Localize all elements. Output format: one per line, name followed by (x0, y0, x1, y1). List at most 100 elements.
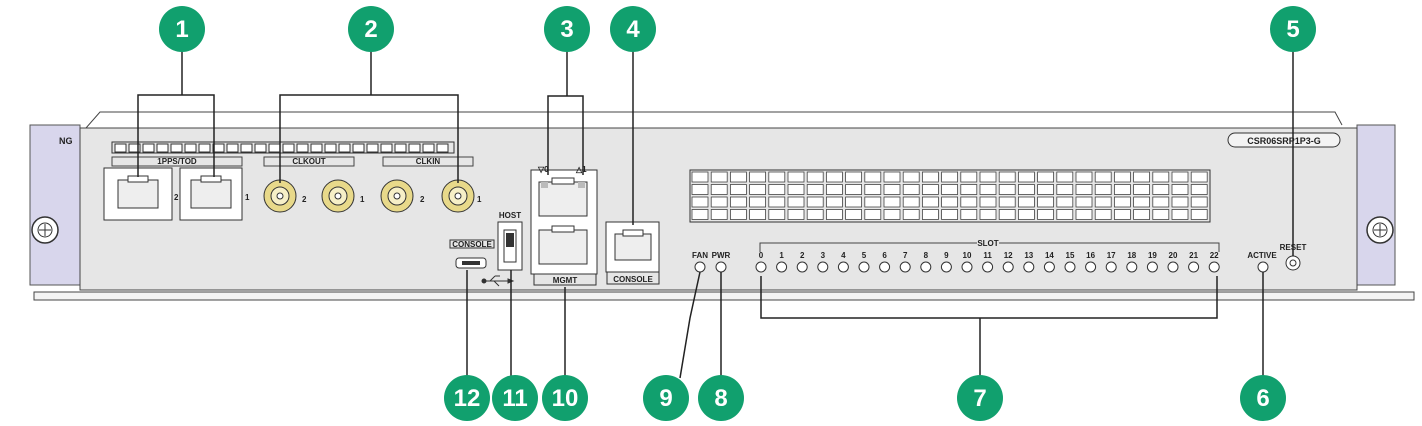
vent-hole (1094, 209, 1112, 220)
slot-led-10 (961, 261, 973, 273)
slot-number-1: 1 (779, 251, 784, 260)
callout-leader-lines (137, 50, 1294, 380)
vent-hole (845, 171, 862, 183)
vent-hole (883, 184, 901, 195)
callout-1-number: 1 (175, 16, 188, 43)
top-strip-cell (352, 143, 365, 153)
slot-number-17: 17 (1107, 251, 1116, 260)
vent-hole (730, 171, 747, 183)
console-rj45-label: CONSOLE (613, 275, 653, 284)
vent-hole (1018, 196, 1035, 208)
slot-led-15 (1064, 261, 1076, 273)
vent-hole (787, 196, 805, 208)
host-label: HOST (499, 211, 521, 220)
coax-connector-2[interactable] (321, 179, 355, 213)
vent-hole (998, 196, 1016, 208)
slot-number-0: 0 (759, 251, 764, 260)
vent-hole (864, 196, 882, 208)
pps-tod-port-2[interactable] (103, 167, 173, 221)
callout-9: 9 (643, 375, 689, 421)
console-usb-port[interactable] (449, 239, 495, 269)
slot-led-bracket (759, 242, 1220, 252)
vent-hole (1056, 184, 1074, 195)
vent-hole (691, 184, 709, 195)
vent-hole (979, 196, 997, 208)
vent-hole (979, 209, 997, 220)
slot-led-0 (755, 261, 767, 273)
slot-led-5 (858, 261, 870, 273)
pps-tod-port-1[interactable] (179, 167, 243, 221)
callout-11-number: 11 (502, 385, 527, 412)
clkout-port-1-number: 1 (360, 195, 365, 204)
slot-number-6: 6 (882, 251, 887, 260)
coax-connector-4[interactable] (441, 179, 475, 213)
coax-connector-3[interactable] (380, 179, 414, 213)
vent-hole (1056, 171, 1074, 183)
vent-hole (1171, 171, 1189, 183)
callout-11: 11 (492, 375, 538, 421)
slot-led-22 (1208, 261, 1220, 273)
callout-4-number: 4 (626, 16, 640, 43)
vent-hole (1075, 171, 1093, 183)
top-strip-cell (114, 143, 127, 153)
mgmt-port-0[interactable] (538, 177, 588, 217)
vent-hole (691, 196, 709, 208)
mgmt-port-0-indicator: ▽0 (537, 165, 549, 174)
vent-hole (902, 171, 920, 183)
slot-led-2 (796, 261, 808, 273)
mgmt-label: MGMT (553, 276, 578, 285)
slot-led-13 (1023, 261, 1035, 273)
slot-led-17 (1105, 261, 1117, 273)
top-strip-cell (380, 143, 393, 153)
vent-hole (1094, 196, 1112, 208)
vent-hole (845, 196, 862, 208)
vent-hole (922, 196, 939, 208)
top-status-strip (111, 141, 455, 154)
slot-led-20 (1167, 261, 1179, 273)
vent-hole (691, 209, 709, 220)
vent-hole (710, 171, 728, 183)
vent-hole (806, 184, 824, 195)
callout-12: 12 (444, 375, 490, 421)
slot-number-19: 19 (1148, 251, 1157, 260)
vent-hole (806, 196, 824, 208)
vent-hole (1133, 209, 1150, 220)
top-strip-cell (170, 143, 183, 153)
slot-led-16 (1085, 261, 1097, 273)
vent-hole (1075, 184, 1093, 195)
coax-connector-1[interactable] (263, 179, 297, 213)
host-usb-port[interactable] (497, 221, 523, 271)
vent-hole (1037, 171, 1054, 183)
vent-hole (960, 184, 978, 195)
reset-button[interactable] (1285, 255, 1301, 271)
slot-number-16: 16 (1086, 251, 1095, 260)
top-strip-cell (338, 143, 351, 153)
vent-hole (941, 171, 958, 183)
vent-hole (1094, 184, 1112, 195)
vent-hole (768, 196, 786, 208)
slot-led-9 (940, 261, 952, 273)
vent-hole (1114, 209, 1131, 220)
vent-hole (883, 196, 901, 208)
fan-label: FAN (692, 251, 708, 260)
top-strip-cell (310, 143, 323, 153)
clkout-port-2-number: 2 (302, 195, 307, 204)
vent-hole (787, 171, 805, 183)
vent-hole (1133, 184, 1150, 195)
slot-label-text: SLOT (977, 239, 998, 248)
mgmt-port-1[interactable] (538, 225, 588, 265)
clock-coax-connectors (263, 179, 475, 213)
vent-hole (1018, 171, 1035, 183)
top-strip-cell (436, 143, 449, 153)
vent-hole (941, 196, 958, 208)
vent-hole (1133, 171, 1150, 183)
top-strip-cell (268, 143, 281, 153)
vent-hole (826, 184, 843, 195)
top-strip-cell (254, 143, 267, 153)
vent-hole (691, 171, 709, 183)
vent-hole (768, 209, 786, 220)
vent-hole (1190, 209, 1208, 220)
slot-number-13: 13 (1024, 251, 1033, 260)
clkin-port-1-number: 1 (477, 195, 482, 204)
